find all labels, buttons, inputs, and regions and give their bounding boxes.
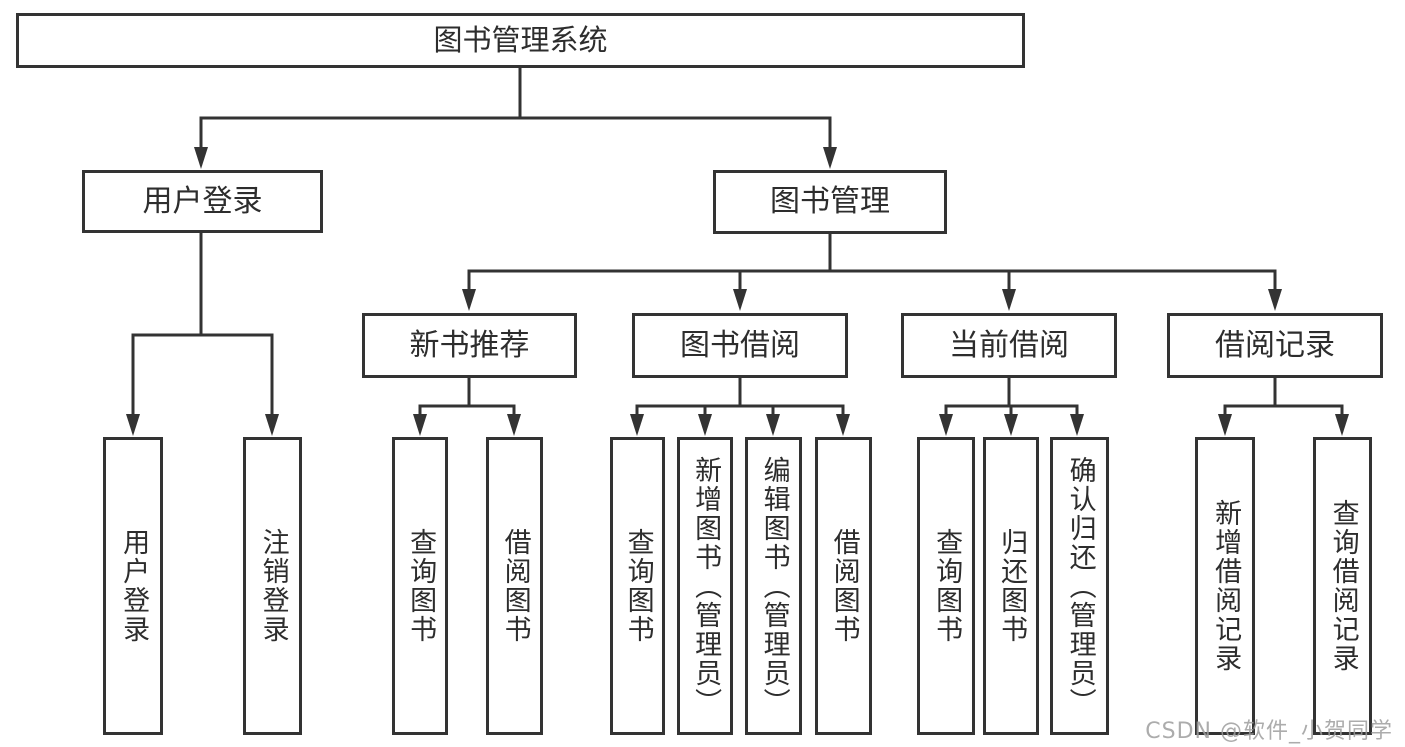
node-label: 用户登录 [118,528,150,644]
leaf-borrow-query-books: 查询图书 [610,437,665,735]
connector-user-login-to-children [126,231,279,436]
node-label: 新增借阅记录 [1210,499,1242,673]
node-label: 归还图书 [996,528,1028,644]
node-label: 编辑图书（管理员） [758,455,790,717]
node-label: 查询图书 [622,528,654,644]
node-borrow-records: 借阅记录 [1167,313,1383,378]
connector-book-management-to-level3 [462,232,1282,311]
node-label: 当前借阅 [949,327,1069,363]
node-label: 图书管理 [770,184,890,219]
leaf-user-login: 用户登录 [103,437,163,735]
node-label: 查询借阅记录 [1327,499,1359,673]
node-label: 借阅图书 [828,528,860,644]
node-label: 新书推荐 [409,327,530,363]
node-new-book-recommend: 新书推荐 [362,313,577,378]
node-user-login: 用户登录 [82,170,323,233]
node-label: 查询图书 [405,528,437,644]
leaf-records-add-borrow-record: 新增借阅记录 [1195,437,1255,735]
node-label: 借阅图书 [499,528,531,644]
leaf-current-return-books: 归还图书 [983,437,1039,735]
node-book-management: 图书管理 [713,170,947,234]
leaf-records-query-borrow-record: 查询借阅记录 [1313,437,1372,735]
leaf-borrow-borrow-books: 借阅图书 [815,437,872,735]
node-label: 用户登录 [142,183,263,219]
leaf-current-confirm-return-admin: 确认归还（管理员） [1050,437,1109,735]
node-label: 确认归还（管理员） [1064,455,1096,717]
node-label: 新增图书（管理员） [690,455,722,717]
node-label: 图书借阅 [680,327,800,363]
leaf-recommend-borrow-books: 借阅图书 [486,437,543,735]
node-label: 注销登录 [257,528,289,644]
node-label: 查询图书 [931,528,963,644]
connector-level3-to-leaves [413,376,1349,436]
leaf-recommend-query-books: 查询图书 [392,437,448,735]
leaf-current-query-books: 查询图书 [917,437,975,735]
leaf-borrow-add-books-admin: 新增图书（管理员） [677,437,733,735]
node-root: 图书管理系统 [16,13,1025,68]
watermark: CSDN @软件_小贺同学 [1145,719,1393,744]
node-current-borrow: 当前借阅 [901,313,1117,378]
leaf-logout: 注销登录 [243,437,302,735]
node-label: 借阅记录 [1215,327,1335,363]
node-label: 图书管理系统 [433,23,608,57]
node-book-borrow: 图书借阅 [632,313,848,378]
connector-root-to-level2 [194,66,837,169]
leaf-borrow-edit-books-admin: 编辑图书（管理员） [745,437,802,735]
